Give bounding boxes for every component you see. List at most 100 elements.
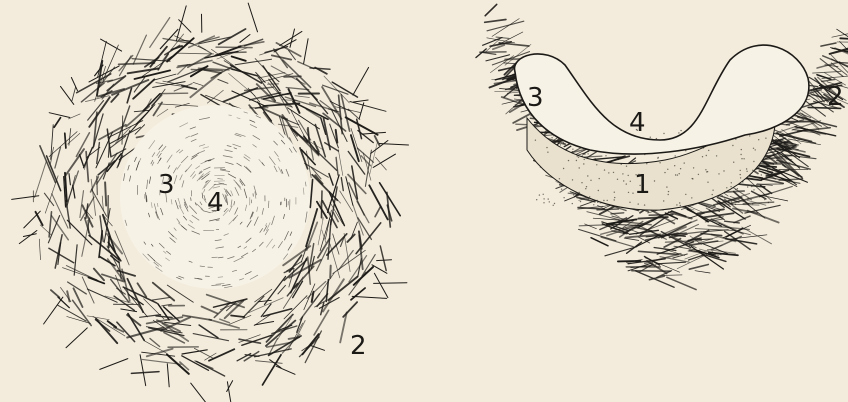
stipple-dot — [674, 165, 675, 166]
stipple-dot — [740, 170, 741, 171]
twig — [111, 149, 126, 157]
twig — [232, 57, 246, 61]
twig — [349, 272, 366, 295]
stipple-dot — [572, 149, 573, 150]
stipple-dot — [589, 196, 590, 197]
twig — [329, 174, 333, 186]
twig — [305, 163, 329, 177]
stipple-dot — [581, 182, 582, 183]
stipple-dot — [731, 182, 732, 183]
twig — [585, 224, 597, 229]
stipple-dot — [563, 197, 564, 198]
stray-twig — [374, 273, 388, 297]
stipple-dot — [676, 204, 677, 205]
stipple-dot — [726, 187, 727, 188]
stray-twig — [176, 6, 186, 41]
stray-twig — [373, 154, 395, 167]
stipple-dot — [664, 172, 665, 173]
stipple-dot — [583, 163, 584, 164]
stipple-dot — [536, 199, 537, 200]
stipple-dot — [578, 157, 579, 158]
stipple-dot — [679, 202, 680, 203]
stray-twig — [354, 100, 369, 102]
stipple-dot — [638, 203, 639, 204]
stipple-dot — [599, 178, 600, 179]
stipple-dot — [733, 162, 734, 163]
stipple-dot — [749, 135, 750, 136]
stipple-dot — [543, 194, 544, 195]
stipple-dot — [668, 191, 669, 192]
twig — [341, 178, 343, 191]
twig — [69, 174, 70, 185]
twig — [178, 53, 214, 54]
twig — [375, 207, 380, 217]
twig — [695, 229, 735, 231]
twig — [55, 235, 62, 268]
stipple-dot — [579, 167, 580, 168]
twig — [218, 79, 228, 83]
twig — [666, 241, 702, 243]
twig — [357, 119, 362, 138]
lining-fibre — [229, 115, 232, 116]
twig — [35, 162, 47, 198]
stipple-dot — [731, 201, 732, 202]
stipple-dot — [623, 180, 624, 181]
stipple-dot — [617, 179, 618, 180]
twig — [624, 238, 638, 240]
stray-twig — [353, 67, 369, 95]
right-label-1: 1 — [634, 172, 651, 198]
stipple-dot — [675, 174, 676, 175]
stray-twig — [61, 86, 74, 104]
stipple-dot — [614, 199, 615, 200]
stipple-dot — [614, 192, 615, 193]
lining-fibre — [191, 197, 192, 200]
stipple-dot — [587, 175, 588, 176]
stipple-dot — [575, 192, 576, 193]
stipple-dot — [574, 196, 575, 197]
twig — [312, 175, 337, 200]
twig — [157, 109, 168, 116]
twig — [231, 316, 244, 318]
twig — [284, 76, 301, 77]
twig — [283, 283, 299, 308]
twig — [80, 155, 84, 166]
twig — [611, 213, 624, 214]
stipple-dot — [768, 202, 769, 203]
stipple-dot — [587, 153, 588, 154]
stipple-dot — [742, 181, 743, 182]
twig — [61, 288, 71, 302]
twig — [283, 60, 311, 87]
twig — [341, 95, 349, 131]
stipple-dot — [693, 167, 694, 168]
stipple-dot — [769, 150, 770, 151]
twig — [785, 155, 816, 159]
twig — [380, 246, 386, 271]
twig — [695, 271, 710, 273]
stipple-dot — [755, 149, 756, 150]
stipple-dot — [622, 173, 623, 174]
twig — [87, 289, 117, 302]
stipple-dot — [605, 155, 606, 156]
twig — [261, 74, 293, 83]
stray-twig — [71, 78, 77, 91]
twig — [348, 175, 366, 194]
twig — [105, 182, 106, 205]
twig — [98, 89, 124, 97]
twig — [158, 104, 198, 106]
stipple-dot — [590, 180, 591, 181]
twig — [813, 71, 841, 73]
stipple-dot — [560, 144, 561, 145]
twig — [134, 110, 149, 111]
stipple-dot — [747, 198, 748, 199]
twig — [239, 42, 264, 47]
twig — [128, 69, 159, 74]
stipple-dot — [586, 186, 587, 187]
stipple-dot — [667, 169, 668, 170]
stipple-dot — [585, 188, 586, 189]
right-label-3: 3 — [527, 85, 544, 111]
right-label-2: 2 — [827, 84, 844, 110]
stray-twig — [44, 297, 63, 324]
stipple-dot — [630, 181, 631, 182]
stipple-dot — [727, 201, 728, 202]
stipple-dot — [706, 171, 707, 172]
